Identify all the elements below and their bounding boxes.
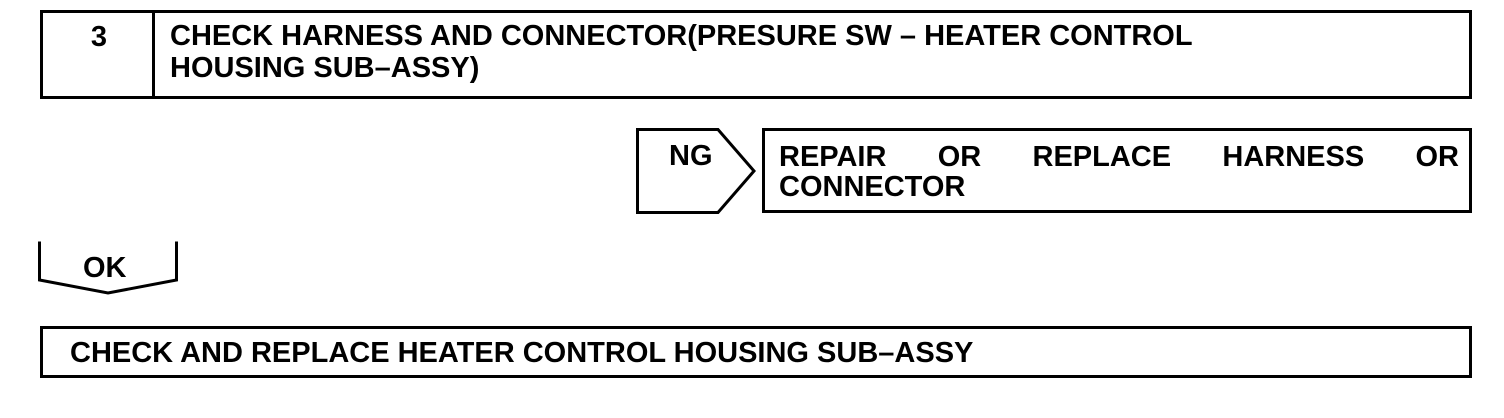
ng-action-box: REPAIR OR REPLACE HARNESS OR CONNECTOR bbox=[762, 128, 1472, 213]
ng-action-word: REPLACE bbox=[1032, 141, 1172, 173]
final-step-box: CHECK AND REPLACE HEATER CONTROL HOUSING… bbox=[40, 326, 1472, 378]
final-step-text: CHECK AND REPLACE HEATER CONTROL HOUSING… bbox=[70, 337, 974, 369]
ng-action-word: OR bbox=[1415, 141, 1460, 173]
step-title-line2: HOUSING SUB–ASSY) bbox=[170, 52, 480, 84]
ng-action-word: HARNESS bbox=[1222, 141, 1365, 173]
ng-arrow-tag bbox=[636, 128, 756, 214]
step-box: 3 CHECK HARNESS AND CONNECTOR(PRESURE SW… bbox=[40, 10, 1472, 99]
ng-action-word: OR bbox=[937, 141, 982, 173]
ng-label: NG bbox=[669, 140, 713, 172]
ok-arrow-tag bbox=[38, 241, 178, 295]
step-title: CHECK HARNESS AND CONNECTOR(PRESURE SW –… bbox=[170, 20, 1450, 84]
step-number-cell: 3 bbox=[43, 13, 155, 96]
step-title-line1: CHECK HARNESS AND CONNECTOR(PRESURE SW –… bbox=[170, 20, 1193, 52]
ng-action-line2: CONNECTOR bbox=[779, 171, 966, 203]
step-number: 3 bbox=[90, 21, 108, 53]
ng-action-word: REPAIR bbox=[779, 141, 887, 173]
ok-label: OK bbox=[83, 252, 127, 284]
ng-action-line1: REPAIR OR REPLACE HARNESS OR bbox=[779, 141, 1459, 173]
